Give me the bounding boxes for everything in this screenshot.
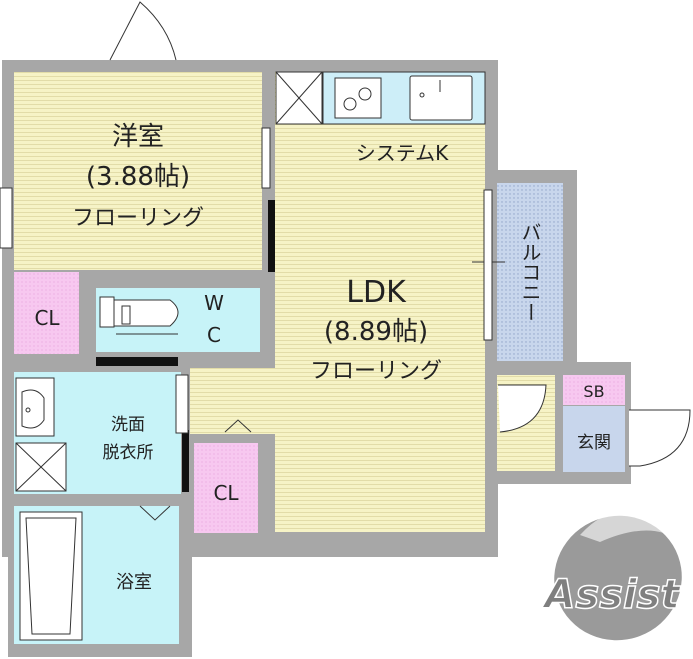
shoebox-label: SB	[583, 382, 604, 401]
closet-lower-label: CL	[213, 481, 239, 505]
bathtub-icon	[19, 511, 83, 641]
toilet-icon	[99, 296, 179, 335]
ldk-size: (8.89帖)	[324, 317, 428, 347]
closet-lower	[194, 443, 258, 533]
washbasin-icon	[15, 377, 55, 437]
logo-text: Assist	[541, 572, 681, 618]
ldk-floor-type: フローリング	[310, 359, 442, 384]
shoebox	[563, 375, 625, 405]
sink	[409, 75, 473, 121]
stove	[334, 77, 382, 119]
western-room-name: 洋室	[112, 122, 164, 152]
bath-label: 浴室	[116, 572, 152, 593]
ldk-hall-floor	[190, 368, 285, 434]
entrance-door-arc	[629, 409, 691, 467]
western-room-floor	[14, 72, 262, 270]
washroom-label-line2: 脱衣所	[103, 443, 154, 463]
closet-left-label: CL	[34, 306, 60, 330]
hall-door-arc	[498, 384, 547, 433]
wc-label-line2: C	[207, 323, 221, 347]
kitchen-label: システムK	[356, 141, 449, 165]
ldk-floor	[275, 72, 485, 532]
western-room-size: (3.88帖)	[86, 162, 190, 192]
balcony-floor	[497, 183, 563, 361]
ldk-name: LDK	[346, 275, 407, 310]
entrance-label: 玄関	[577, 433, 611, 453]
entrance-floor	[563, 406, 625, 472]
wc-label-line1: W	[204, 291, 224, 315]
washing-machine-space	[15, 442, 67, 492]
closet-left	[14, 272, 79, 354]
western-room-floor-type: フローリング	[72, 206, 204, 231]
washroom-label-line1: 洗面	[111, 415, 145, 435]
balcony-label: バルコニー	[518, 222, 542, 322]
western-door-arc	[109, 1, 177, 61]
assist-logo: Assist	[541, 511, 682, 641]
